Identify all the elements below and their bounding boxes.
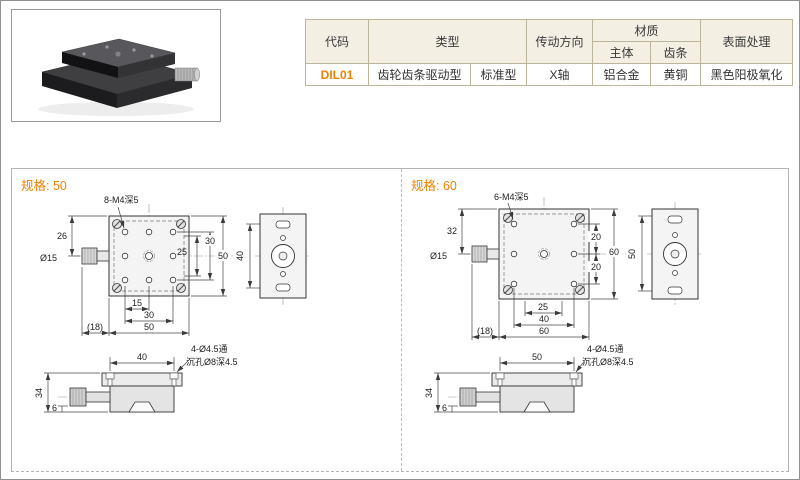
spec-title-50: 规格: 50 [21,179,67,193]
dim-label: 50 [532,352,542,362]
dim-label: 26 [57,231,67,241]
dim-label: 60 [609,247,619,257]
dim-label: 34 [424,388,434,398]
dim-label: 40 [539,314,549,324]
spec-area: 规格: 50 [11,168,789,472]
product-photo [11,9,221,122]
dim-label: 40 [235,251,245,261]
spec60-drawing: 6-M4深5 32 Ø15 20 20 60 25 40 60 (18) 50 … [424,192,703,413]
knob-diameter-label: Ø15 [430,251,447,261]
col-header-surface: 表面处理 [700,19,793,64]
dimension-lines [434,202,652,413]
section-divider [401,169,402,471]
corner-screws [112,219,186,293]
dimension-labels: 8-M4深5 26 Ø15 25 30 50 15 30 50 (18) 40 … [34,195,245,413]
product-photo-illustration [38,38,200,116]
dim-label: 50 [218,251,228,261]
bottom-view [69,372,183,413]
dimension-labels: 6-M4深5 32 Ø15 20 20 60 25 40 60 (18) 50 … [424,192,637,413]
dim-label: (18) [87,322,103,332]
col-header-material-rack: 齿条 [650,41,701,64]
hole-callout: 8-M4深5 [104,195,139,205]
col-header-type: 类型 [368,19,527,64]
cell-drive: X轴 [526,63,593,86]
dim-label: 50 [627,249,637,259]
dim-label: (18) [477,326,493,336]
spec-section-60: 规格: 60 [402,169,790,471]
cell-type-main: 齿轮齿条驱动型 [368,63,471,86]
col-header-drive: 传动方向 [526,19,593,64]
dim-label: 50 [144,322,154,332]
drive-knob [81,247,110,265]
counterbore-note-2: 沉孔Ø8深4.5 [582,357,634,367]
dim-label: 20 [591,232,601,242]
dim-label: 20 [591,262,601,272]
table-row: DIL01 齿轮齿条驱动型 标准型 X轴 铝合金 黄铜 黑色阳极氧化 [305,63,793,86]
bottom-view [459,372,583,413]
dim-label: 25 [538,302,548,312]
side-view [651,208,699,300]
counterbore-note-2: 沉孔Ø8深4.5 [186,357,238,367]
spec-section-50: 规格: 50 [12,169,400,471]
spec-title-60: 规格: 60 [411,179,457,193]
cell-code: DIL01 [305,63,369,86]
cell-type-sub: 标准型 [470,63,527,86]
cell-rack: 黄铜 [650,63,701,86]
dim-label: 15 [132,298,142,308]
drive-knob-profile [69,387,111,407]
side-view [259,213,307,299]
tapped-holes [510,220,578,288]
product-spec-table: 代码 类型 传动方向 材质 表面处理 主体 齿条 DIL01 齿轮齿条驱动型 标… [305,19,793,86]
dim-label: 6 [442,403,447,413]
corner-screws [503,213,585,295]
dim-label: 30 [205,236,215,246]
drive-knob-profile [459,387,501,407]
dim-label: 40 [137,352,147,362]
plan-view [81,215,190,297]
spec50-drawing: 8-M4深5 26 Ø15 25 30 50 15 30 50 (18) 40 … [34,195,311,413]
tapped-holes [121,228,177,284]
dim-label: 6 [52,403,57,413]
col-header-material-body: 主体 [592,41,651,64]
plan-view [471,208,590,300]
drive-knob [471,245,500,263]
dim-label: 34 [34,388,44,398]
counterbore-note-1: 4-Ø4.5通 [587,344,624,354]
hole-callout: 6-M4深5 [494,192,529,202]
counterbore-note-1: 4-Ø4.5通 [191,344,228,354]
cell-body: 铝合金 [592,63,651,86]
col-header-material: 材质 [592,19,701,42]
knob-diameter-label: Ø15 [40,253,57,263]
dim-label: 25 [177,247,187,257]
dim-label: 60 [539,326,549,336]
cell-surface: 黑色阳极氧化 [700,63,793,86]
col-header-code: 代码 [305,19,369,64]
dim-label: 30 [144,310,154,320]
knob [174,67,200,82]
dim-label: 32 [447,226,457,236]
